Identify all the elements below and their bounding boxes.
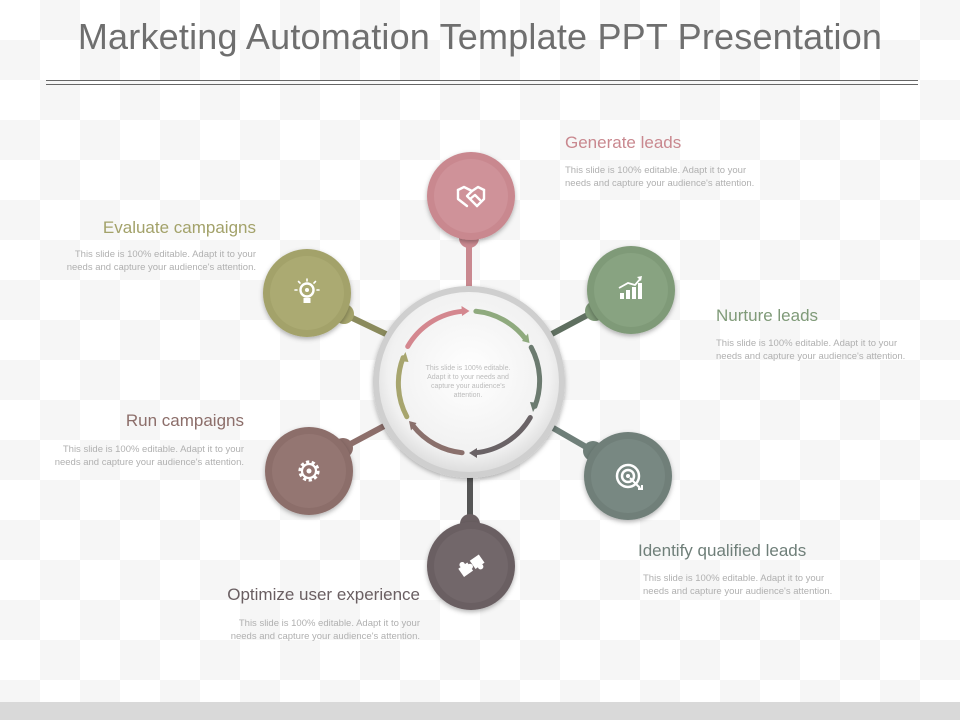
desc-evaluate-campaigns: This slide is 100% editable. Adapt it to…: [66, 249, 256, 273]
label-nurture-leads: Nurture leads: [716, 306, 819, 325]
title-rule-bottom: [46, 84, 918, 85]
cycle-arc-1: [473, 308, 528, 341]
cycle-arc-5: [395, 355, 410, 420]
slide-title: Marketing Automation Template PPT Presen…: [77, 16, 883, 57]
cycle-arrowheads: [400, 306, 538, 458]
cycle-arc-2: [528, 344, 543, 409]
hub-inner-disc: [379, 292, 559, 472]
puzzle-icon: [458, 554, 485, 577]
label-run-campaigns: Run campaigns: [125, 411, 244, 430]
cycle-arc-3: [473, 415, 533, 456]
label-identify-qualified-leads: Identify qualified leads: [638, 541, 807, 560]
cycle-ring: [395, 308, 543, 456]
lightbulb-icon: [294, 278, 320, 303]
desc-run-campaigns: This slide is 100% editable. Adapt it to…: [54, 444, 244, 468]
node-generate-leads: [427, 152, 515, 240]
footer-bar: [0, 702, 960, 720]
hub-text: This slide is 100% editable. Adapt it to…: [425, 365, 511, 399]
label-optimize-user-experience: Optimize user experience: [227, 585, 420, 604]
label-generate-leads: Generate leads: [565, 133, 682, 152]
node-nurture-leads: [587, 246, 675, 334]
title-rule-top: [46, 80, 918, 81]
growth-chart-icon: [618, 276, 642, 299]
desc-generate-leads: This slide is 100% editable. Adapt it to…: [565, 165, 755, 189]
handshake-icon: [456, 185, 486, 208]
node-evaluate-campaigns: [263, 249, 351, 337]
desc-nurture-leads: This slide is 100% editable. Adapt it to…: [716, 338, 906, 362]
cycle-arc-6: [405, 308, 465, 349]
desc-identify-qualified-leads: This slide is 100% editable. Adapt it to…: [643, 573, 833, 597]
cycle-arc-4: [410, 423, 465, 456]
target-icon: [615, 463, 643, 490]
gear-icon: [298, 460, 320, 482]
label-evaluate-campaigns: Evaluate campaigns: [102, 218, 256, 237]
desc-optimize-user-experience: This slide is 100% editable. Adapt it to…: [230, 618, 420, 642]
